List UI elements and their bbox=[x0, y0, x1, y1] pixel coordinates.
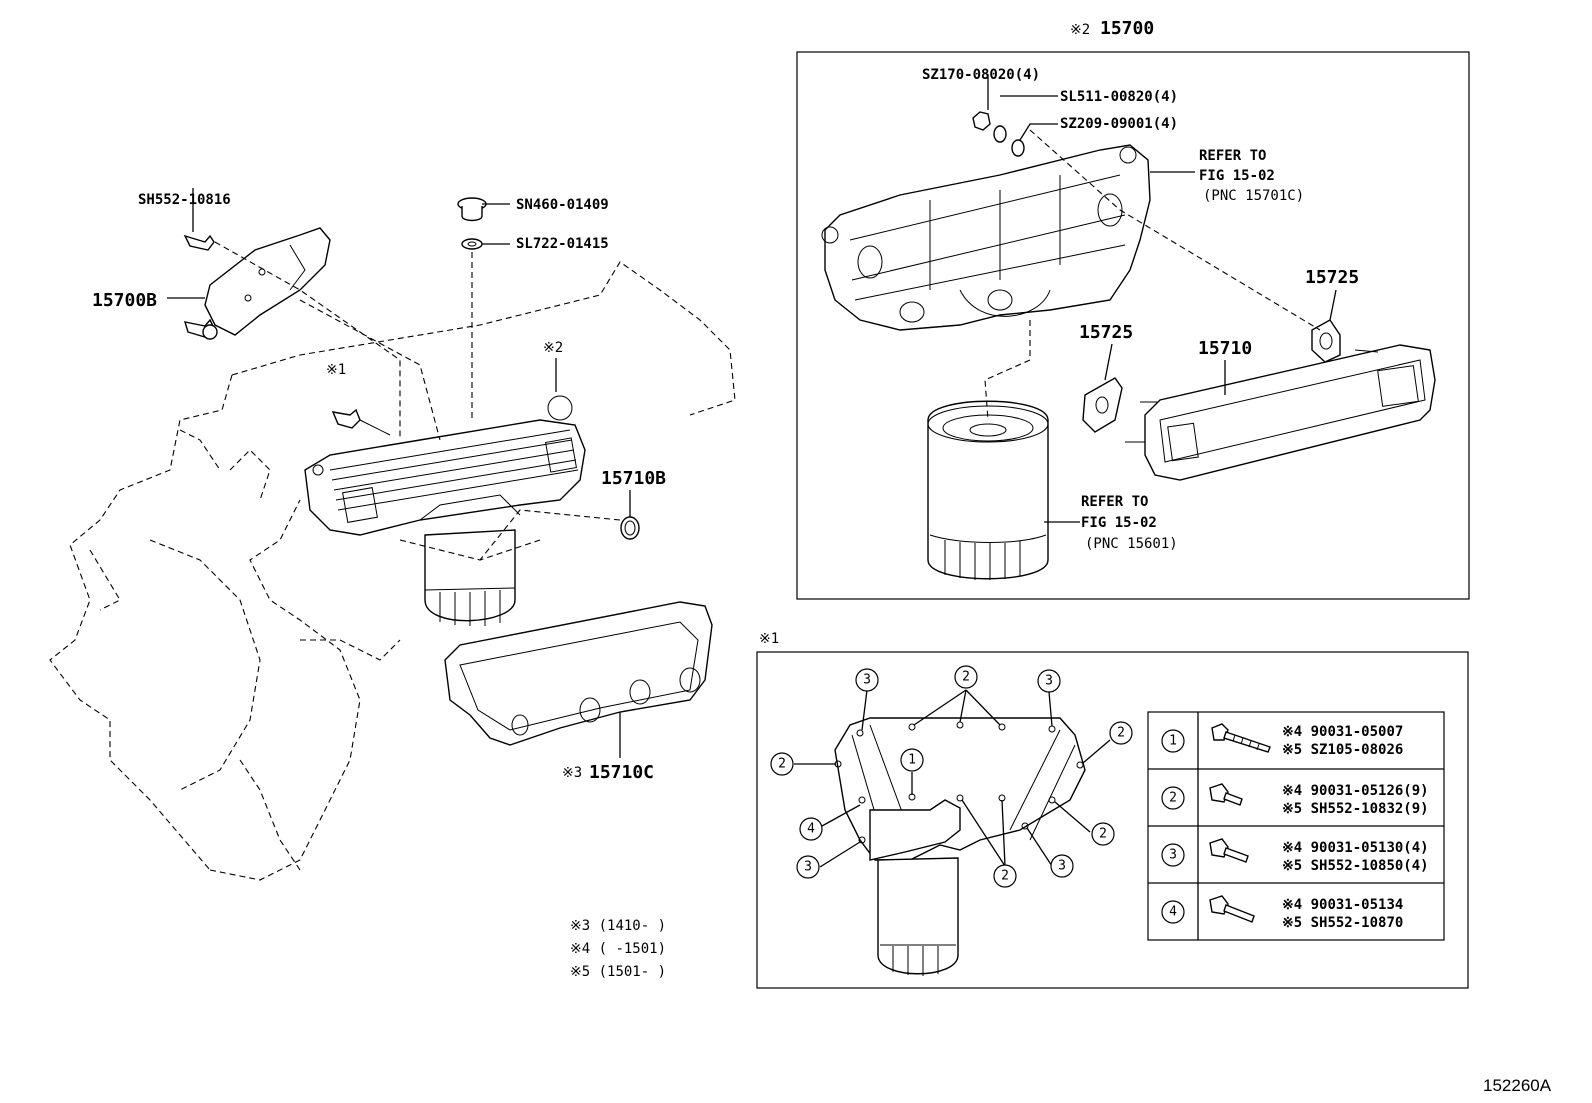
label-sn460-01409: SN460-01409 bbox=[516, 197, 609, 213]
sketch-callouts: 3 2 3 2 2 1 4 2 3 3 2 bbox=[770, 665, 1133, 888]
cooler-element-15710-shape bbox=[1125, 344, 1436, 481]
svg-text:4: 4 bbox=[807, 822, 815, 837]
bolt-part-number: ※5 SZ105-08026 bbox=[1282, 742, 1403, 758]
assembly-15700-frame bbox=[796, 51, 1470, 600]
refer-note-line: FIG 15-02 bbox=[1081, 515, 1157, 531]
svg-text:2: 2 bbox=[962, 670, 970, 685]
callout-2: 2 bbox=[993, 864, 1017, 888]
bolt-layout-sketch bbox=[794, 689, 1111, 976]
o-ring-15710b-shape bbox=[620, 516, 640, 540]
bolt-part-number: ※4 90031-05130(4) bbox=[1282, 840, 1429, 856]
label-sl722-01415: SL722-01415 bbox=[516, 236, 609, 252]
bolt-icon bbox=[1209, 838, 1249, 863]
callout-2: 2 bbox=[954, 665, 978, 689]
svg-text:4: 4 bbox=[1169, 905, 1177, 920]
refer-note-line: REFER TO bbox=[1199, 148, 1266, 164]
svg-text:2: 2 bbox=[1099, 827, 1107, 842]
svg-text:3: 3 bbox=[1169, 848, 1177, 863]
bolt-ref-2: 2 bbox=[1161, 786, 1185, 810]
note-line: ※3 (1410- ) bbox=[570, 918, 666, 934]
callout-4: 4 bbox=[799, 817, 823, 841]
label-sz170-08020: SZ170-08020(4) bbox=[922, 67, 1040, 83]
label-15725: 15725 bbox=[1305, 267, 1359, 288]
refer-note-line: (PNC 15601) bbox=[1085, 536, 1178, 552]
callout-2: 2 bbox=[1091, 822, 1115, 846]
bolt-part-number: ※5 SH552-10850(4) bbox=[1282, 858, 1429, 874]
svg-text:3: 3 bbox=[863, 673, 871, 688]
gasket-15710c-shape bbox=[444, 601, 713, 746]
bolt-ref-3: 3 bbox=[1161, 843, 1185, 867]
label-15700: 15700 bbox=[1100, 18, 1154, 39]
bolt-icon bbox=[1211, 723, 1271, 753]
oil-cooler-assembly-shape bbox=[304, 395, 586, 626]
nut-washer-set-shape bbox=[972, 111, 1025, 157]
label-sh552-10816: SH552-10816 bbox=[138, 192, 231, 208]
svg-text:2: 2 bbox=[1117, 726, 1125, 741]
refer-note-line: REFER TO bbox=[1081, 494, 1148, 510]
cooler-cover-shape bbox=[821, 144, 1151, 331]
svg-text:3: 3 bbox=[1058, 859, 1066, 874]
bolt-part-number: ※5 SH552-10832(9) bbox=[1282, 801, 1429, 817]
svg-text:1: 1 bbox=[908, 753, 916, 768]
label-15710b: 15710B bbox=[601, 468, 666, 489]
bolt-part-number: ※4 90031-05134 bbox=[1282, 897, 1403, 913]
label-15710c-mark: ※3 bbox=[562, 765, 582, 781]
label-sz209-09001: SZ209-09001(4) bbox=[1060, 116, 1178, 132]
bolt-part-number: ※5 SH552-10870 bbox=[1282, 915, 1403, 931]
callout-2: 2 bbox=[770, 752, 794, 776]
label-15700-mark: ※2 bbox=[1070, 22, 1090, 38]
bolt-part-number: ※4 90031-05007 bbox=[1282, 724, 1403, 740]
refer-note-line: (PNC 15701C) bbox=[1203, 188, 1304, 204]
svg-text:3: 3 bbox=[804, 860, 812, 875]
label-15725: 15725 bbox=[1079, 322, 1133, 343]
bolt-icon bbox=[1209, 783, 1243, 806]
bolt-table: 1 ※4 90031-05007 ※5 SZ105-08026 2 ※4 900… bbox=[1147, 711, 1445, 941]
callout-3: 3 bbox=[855, 668, 879, 692]
gasket-15725-shape bbox=[1082, 319, 1341, 433]
leader-lines-right bbox=[984, 74, 1337, 523]
bolt-part-number: ※4 90031-05126(9) bbox=[1282, 783, 1429, 799]
engine-phantom-outline bbox=[49, 261, 736, 881]
svg-text:3: 3 bbox=[1045, 674, 1053, 689]
oil-filter-shape bbox=[927, 400, 1049, 580]
svg-text:2: 2 bbox=[778, 757, 786, 772]
note-line: ※4 ( -1501) bbox=[570, 941, 666, 957]
mark-note-2: ※2 bbox=[543, 340, 563, 356]
bolt-ref-1: 1 bbox=[1161, 729, 1185, 753]
note-line: ※5 (1501- ) bbox=[570, 964, 666, 980]
leader-lines-left bbox=[167, 188, 631, 758]
bracket-15700b-shape bbox=[183, 227, 331, 340]
mark-note-1: ※1 bbox=[326, 362, 346, 378]
bolt-icon bbox=[1209, 895, 1255, 923]
drain-plug-shape bbox=[457, 197, 487, 250]
callout-3: 3 bbox=[796, 855, 820, 879]
callout-3: 3 bbox=[1050, 854, 1074, 878]
svg-text:1: 1 bbox=[1169, 734, 1177, 749]
bolt-detail-frame bbox=[756, 651, 1469, 989]
bolt-ref-4: 4 bbox=[1161, 900, 1185, 924]
diagram-id: 152260A bbox=[1483, 1076, 1552, 1095]
label-15710: 15710 bbox=[1198, 338, 1252, 359]
detail-mark: ※1 bbox=[759, 631, 779, 647]
callout-2: 2 bbox=[1109, 721, 1133, 745]
label-15710c: 15710C bbox=[589, 762, 654, 783]
svg-text:2: 2 bbox=[1169, 791, 1177, 806]
svg-text:2: 2 bbox=[1001, 869, 1009, 884]
label-15700b: 15700B bbox=[92, 290, 157, 311]
callout-1: 1 bbox=[900, 748, 924, 772]
callout-3: 3 bbox=[1037, 669, 1061, 693]
label-sl511-00820: SL511-00820(4) bbox=[1060, 89, 1178, 105]
refer-note-line: FIG 15-02 bbox=[1199, 168, 1275, 184]
